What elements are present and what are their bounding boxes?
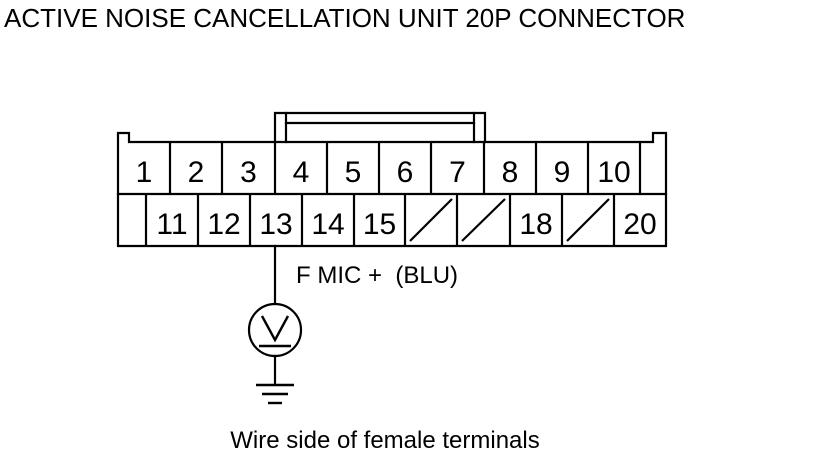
terminal-number: 12 xyxy=(207,208,240,241)
terminal-number: 14 xyxy=(311,208,344,241)
voltmeter-icon xyxy=(259,315,291,348)
terminal-number: 4 xyxy=(293,156,310,189)
connector-lock-tab xyxy=(273,111,487,144)
terminal-number: 7 xyxy=(449,156,466,189)
unused-terminal-slash xyxy=(566,198,610,242)
terminal-number: 1 xyxy=(136,156,153,189)
ground-icon xyxy=(256,383,294,405)
terminal-number: 3 xyxy=(240,156,257,189)
terminal-number: 20 xyxy=(623,208,656,241)
unused-terminal-slash xyxy=(461,198,506,242)
terminal-number: 11 xyxy=(156,208,187,241)
terminal-number: 9 xyxy=(554,156,571,189)
terminal-number: 5 xyxy=(345,156,362,189)
connector-housing xyxy=(116,131,668,248)
wire-label: F MIC + (BLU) xyxy=(296,262,458,289)
terminal-number: 18 xyxy=(519,208,552,241)
unused-terminal-slash xyxy=(409,198,453,242)
diagram-title: ACTIVE NOISE CANCELLATION UNIT 20P CONNE… xyxy=(4,3,686,33)
terminal-number: 2 xyxy=(188,156,205,189)
terminal-number: 15 xyxy=(363,208,396,241)
diagram-caption: Wire side of female terminals xyxy=(230,427,540,454)
terminal-number: 10 xyxy=(597,156,630,189)
terminal-number: 6 xyxy=(397,156,414,189)
terminal-number: 13 xyxy=(259,208,292,241)
terminal-number: 8 xyxy=(502,156,519,189)
